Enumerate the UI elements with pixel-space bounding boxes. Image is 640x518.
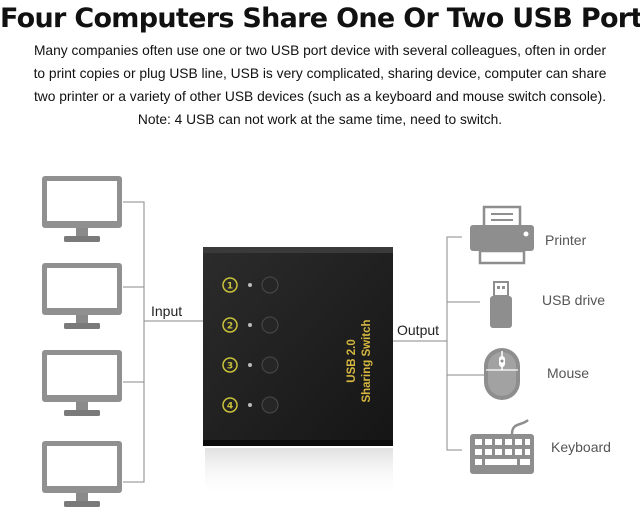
switch-label-line2: Sharing Switch: [360, 319, 375, 402]
port-number: 2: [227, 322, 233, 332]
monitor-icon: [42, 350, 122, 416]
device-label-mouse: Mouse: [547, 365, 589, 381]
mouse-icon: [484, 348, 520, 400]
device-label-usb-drive: USB drive: [542, 292, 605, 308]
input-connector-lines: [123, 202, 203, 482]
monitor-icon: [42, 176, 122, 242]
switch-reflection: [205, 448, 393, 498]
input-label: Input: [151, 303, 182, 319]
switch-label: USB 2.0 Sharing Switch: [345, 319, 375, 402]
printer-icon: [470, 207, 534, 263]
device-label-printer: Printer: [545, 232, 586, 248]
keyboard-icon: [470, 420, 534, 474]
port-number: 3: [227, 362, 233, 372]
monitor-icon: [42, 263, 122, 329]
usb-drive-icon: [490, 282, 512, 328]
switch-label-line1: USB 2.0: [345, 319, 360, 402]
output-label: Output: [397, 322, 439, 338]
port-number: 1: [227, 282, 233, 292]
device-label-keyboard: Keyboard: [551, 439, 611, 455]
port-number: 4: [227, 402, 233, 412]
output-connector-lines: [392, 237, 484, 450]
monitor-icon: [42, 441, 122, 507]
